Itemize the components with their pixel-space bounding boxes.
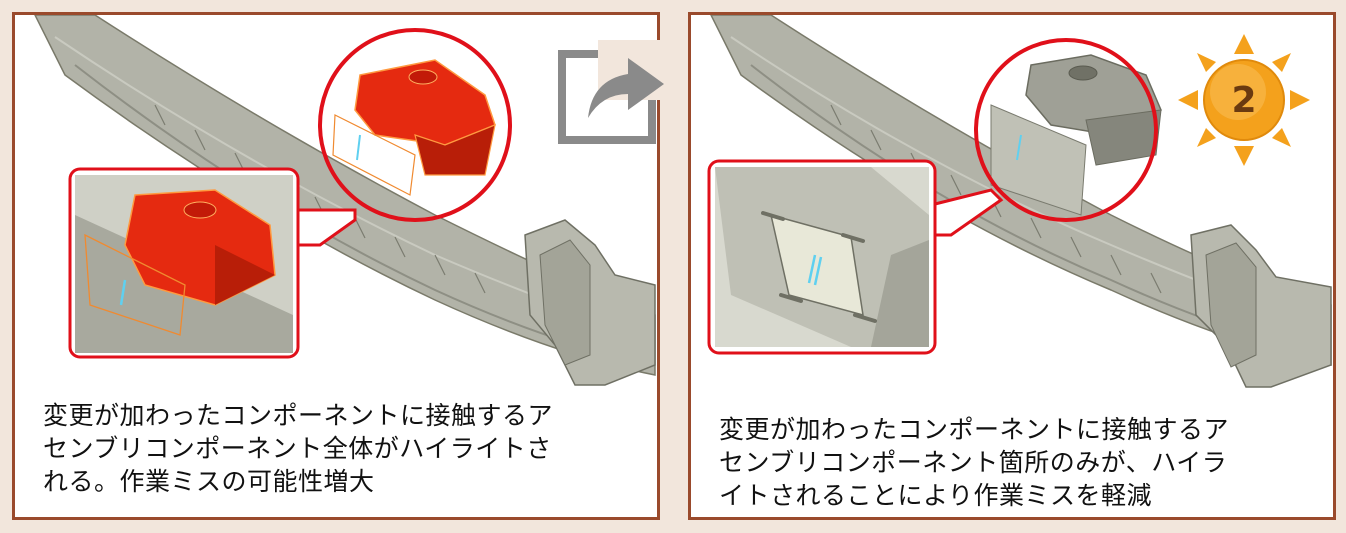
caption-line-3: イトされることにより作業ミスを軽減: [719, 481, 1153, 510]
caption-line-1: 変更が加わったコンポーネントに接触するア: [719, 415, 1230, 444]
caption-line-1: 変更が加わったコンポーネントに接触するア: [43, 401, 554, 430]
caption-after: 変更が加わったコンポーネントに接触するア センブリコンポーネント箇所のみが、ハイ…: [719, 413, 1319, 512]
highlight-circle: [318, 28, 512, 222]
zoom-inset: [68, 167, 300, 359]
sun-icon: 2: [1178, 34, 1310, 166]
caption-before: 変更が加わったコンポーネントに接触するア センブリコンポーネント全体がハイライト…: [43, 399, 643, 498]
panel-before: 変更が加わったコンポーネントに接触するア センブリコンポーネント全体がハイライト…: [12, 12, 660, 520]
caption-line-3: れる。作業ミスの可能性増大: [43, 467, 375, 496]
step-number: 2: [1231, 80, 1256, 121]
zoom-inset: [707, 159, 937, 355]
caption-line-2: センブリコンポーネント全体がハイライトさ: [43, 434, 552, 463]
caption-line-2: センブリコンポーネント箇所のみが、ハイラ: [719, 448, 1228, 477]
beam-render-before: [34, 15, 656, 386]
component-block: [990, 54, 1162, 216]
forward-arrow-icon: [558, 40, 670, 144]
beam-render-after: [707, 15, 1332, 388]
panel-after: 変更が加わったコンポーネントに接触するア センブリコンポーネント箇所のみが、ハイ…: [688, 12, 1336, 520]
highlighted-component: [332, 59, 496, 196]
highlight-circle: [974, 38, 1158, 222]
